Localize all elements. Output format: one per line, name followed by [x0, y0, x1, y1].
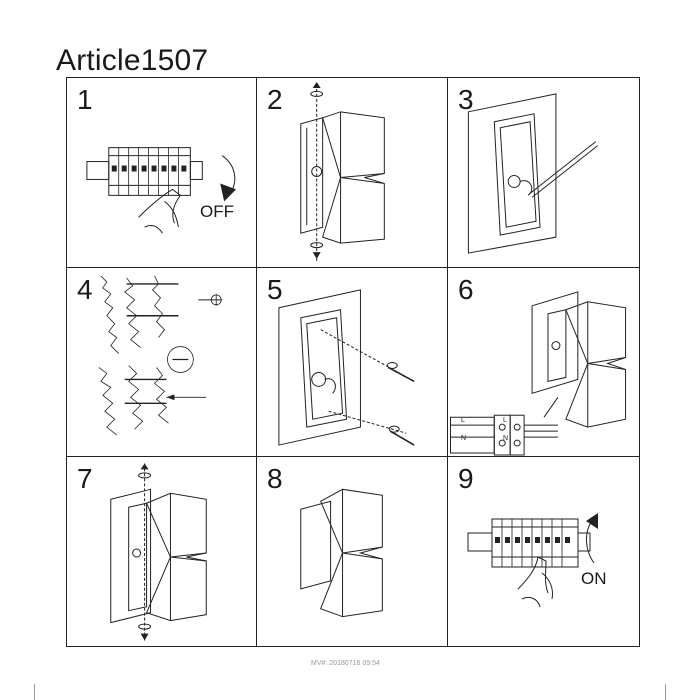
step-4-number: 4 [77, 274, 93, 305]
breaker-on-illustration [467, 513, 598, 608]
crop-mark-left [34, 684, 35, 700]
wire-label-l-left: L [461, 417, 465, 424]
bracket-wall-illustration [467, 93, 599, 254]
step-7-panel: 7 [67, 457, 257, 646]
drill-wall-illustration [98, 275, 223, 436]
step-4-panel: 4 [67, 268, 257, 457]
breaker-off-illustration [86, 147, 237, 234]
step-3-panel: 3 [448, 78, 639, 268]
screw-bracket-illustration [278, 289, 415, 446]
wire-label-n-right: N [503, 435, 509, 442]
step-3-number: 3 [458, 84, 474, 115]
wiring-illustration [449, 291, 627, 456]
step-6-panel: 6 L N L N [448, 268, 639, 457]
step-8-number: 8 [267, 463, 283, 494]
wire-label-l-right: L [503, 417, 507, 424]
step-7-number: 7 [77, 463, 93, 494]
off-label: OFF [200, 202, 234, 221]
wire-label-n-left: N [461, 435, 467, 442]
document-title: Article1507 [56, 44, 209, 77]
on-label: ON [581, 569, 607, 588]
step-2-panel: 2 [257, 78, 448, 268]
step-8-panel: 8 [257, 457, 448, 646]
step-5-number: 5 [267, 274, 283, 305]
step-5-panel: 5 [257, 268, 448, 457]
step-1-panel: 1 OFF [67, 78, 257, 268]
step-9-number: 9 [458, 463, 474, 494]
step-1-number: 1 [77, 84, 93, 115]
mount-lamp-illustration [110, 463, 207, 641]
crop-mark-right [665, 684, 666, 700]
step-9-panel: 9 ON [448, 457, 639, 646]
step-6-number: 6 [458, 274, 474, 305]
print-footer: MV#: 20180716 09:54 [311, 660, 380, 667]
remove-bracket-illustration [300, 81, 385, 262]
step-2-number: 2 [267, 84, 283, 115]
mounted-lamp-illustration [300, 488, 383, 618]
instruction-grid: 1 OFF 2 [66, 77, 640, 647]
